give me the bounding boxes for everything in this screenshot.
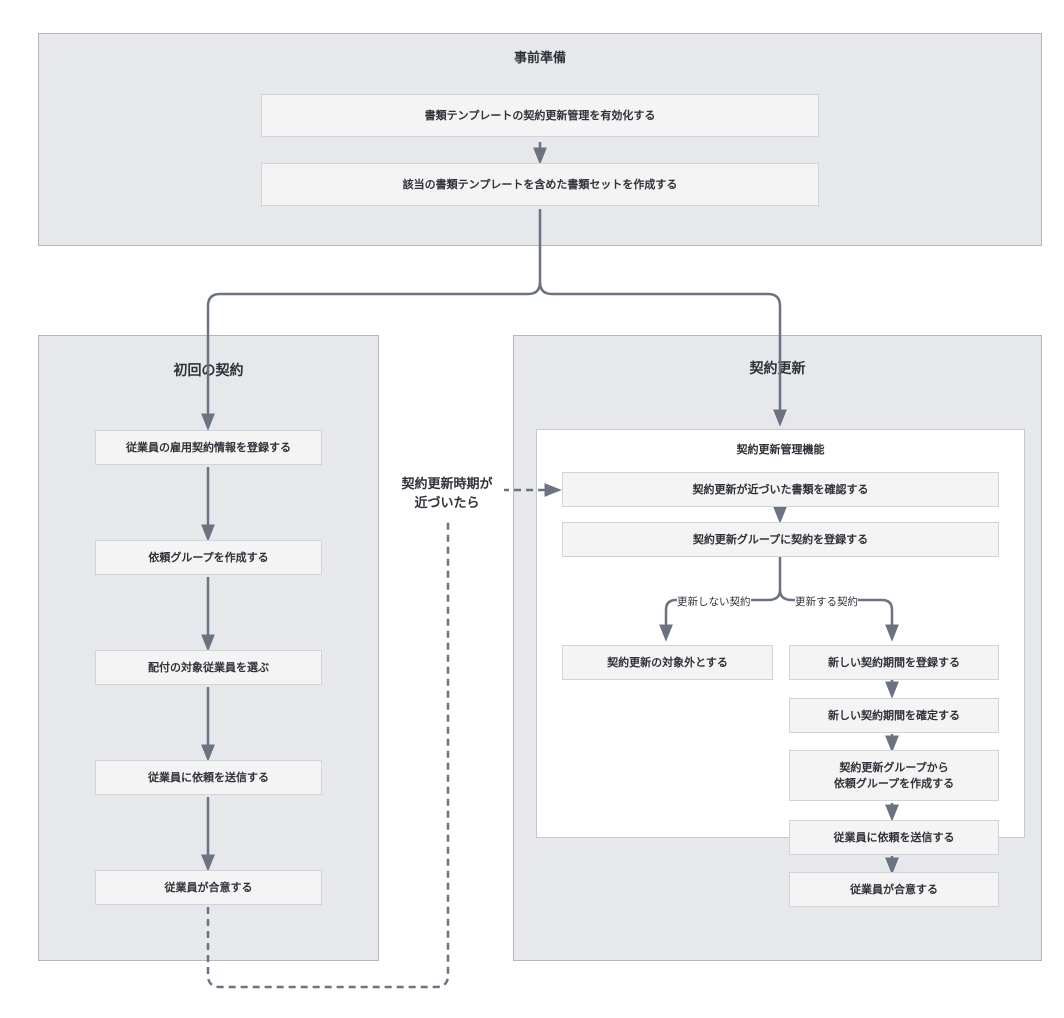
branch-label-renew: 更新する契約 <box>795 594 858 609</box>
prep-title: 事前準備 <box>513 51 566 66</box>
branch-label-no-renew: 更新しない契約 <box>677 594 751 609</box>
initial-step-5: 従業員が合意する <box>95 870 322 905</box>
feature-title: 契約更新管理機能 <box>736 443 825 456</box>
renewal-agree: 従業員が合意する <box>789 872 999 907</box>
renewal-exclude: 契約更新の対象外とする <box>562 645 773 680</box>
prep-step-create-docset: 該当の書類テンプレートを含めた書類セットを作成する <box>261 163 819 206</box>
renewal-confirm-period: 新しい契約期間を確定する <box>789 698 999 733</box>
trigger-line-1: 契約更新時期が <box>401 477 493 492</box>
create-group-line-2: 依頼グループを作成する <box>833 776 955 790</box>
renewal-new-period: 新しい契約期間を登録する <box>789 645 999 680</box>
initial-step-3: 配付の対象従業員を選ぶ <box>95 650 322 685</box>
renewal-create-request-group: 契約更新グループから 依頼グループを作成する <box>789 750 999 801</box>
renewal-title: 契約更新 <box>749 361 806 377</box>
renewal-check-docs: 契約更新が近づいた書類を確認する <box>562 472 999 507</box>
initial-step-2: 依頼グループを作成する <box>95 540 322 575</box>
trigger-line-2: 近づいたら <box>414 495 480 511</box>
branch-left <box>659 589 782 642</box>
initial-step-4: 従業員に依頼を送信する <box>95 760 322 795</box>
prep-step-enable-renewal: 書類テンプレートの契約更新管理を有効化する <box>261 94 819 137</box>
renewal-register-group: 契約更新グループに契約を登録する <box>562 522 999 557</box>
split-connector-left <box>201 281 542 431</box>
split-connector <box>538 209 787 427</box>
initial-step-1: 従業員の雇用契約情報を登録する <box>95 430 322 465</box>
create-group-line-1: 契約更新グループから <box>839 760 949 774</box>
renewal-send-request: 従業員に依頼を送信する <box>789 820 999 855</box>
loop-dashed-connector <box>206 522 450 989</box>
trigger-label: 契約更新時期が 近づいたら <box>390 476 504 514</box>
